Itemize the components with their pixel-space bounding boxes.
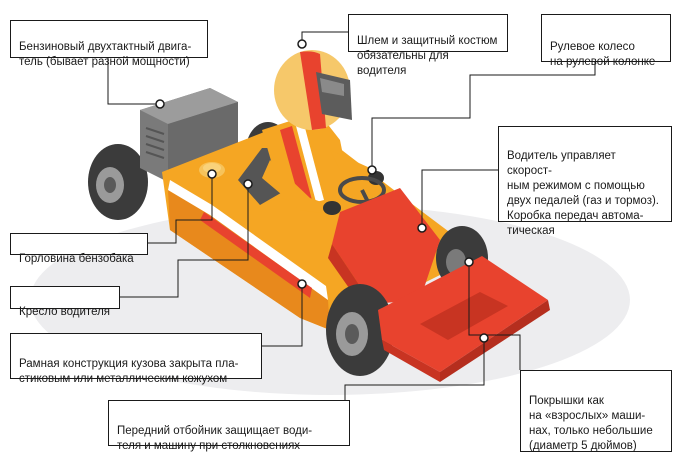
callout-helmet: Шлем и защитный костюм обязательны для в… <box>348 14 508 77</box>
callout-frame: Рамная конструкция кузова закрыта пла- с… <box>10 333 262 385</box>
front-bumper <box>378 256 550 382</box>
helmet <box>274 50 352 131</box>
callout-helmet-text: Шлем и защитный костюм обязательны для в… <box>357 35 498 77</box>
marker-driver <box>417 223 427 233</box>
front-left-tire <box>326 284 394 376</box>
marker-seat <box>243 179 253 189</box>
callout-tires: Покрышки как на «взрослых» маши- нах, то… <box>520 370 672 452</box>
callout-driver: Водитель управляет скорост- ным режимом … <box>498 126 672 237</box>
marker-tires <box>464 257 474 267</box>
callout-seat-text: Кресло водителя <box>19 306 111 318</box>
driver <box>262 112 384 215</box>
marker-wheel <box>367 165 377 175</box>
callout-tires-text: Покрышки как на «взрослых» маши- нах, то… <box>529 395 653 452</box>
callout-bumper: Передний отбойник защищает води- теля и … <box>108 400 350 452</box>
callout-wheel-text: Рулевое колесо на рулевой колонке <box>550 41 656 68</box>
callout-driver-text: Водитель управляет скорост- ным режимом … <box>507 150 659 237</box>
marker-helmet <box>297 39 307 49</box>
callout-wheel: Рулевое колесо на рулевой колонке <box>541 14 671 68</box>
callout-bumper-text: Передний отбойник защищает води- теля и … <box>117 425 313 452</box>
callout-seat: Кресло водителя <box>10 286 120 318</box>
callout-fuel: Горловина бензобака <box>10 233 148 265</box>
marker-bumper <box>479 333 489 343</box>
callout-frame-text: Рамная конструкция кузова закрыта пла- с… <box>19 358 239 385</box>
rear-left-tire <box>88 144 148 220</box>
marker-dots <box>155 39 489 343</box>
marker-fuel <box>207 169 217 179</box>
callout-engine: Бензиновый двухтактный двига- тель (быва… <box>10 20 208 68</box>
callout-fuel-text: Горловина бензобака <box>19 253 134 265</box>
callout-engine-text: Бензиновый двухтактный двига- тель (быва… <box>19 41 192 68</box>
marker-engine <box>155 99 165 109</box>
marker-frame <box>297 279 307 289</box>
